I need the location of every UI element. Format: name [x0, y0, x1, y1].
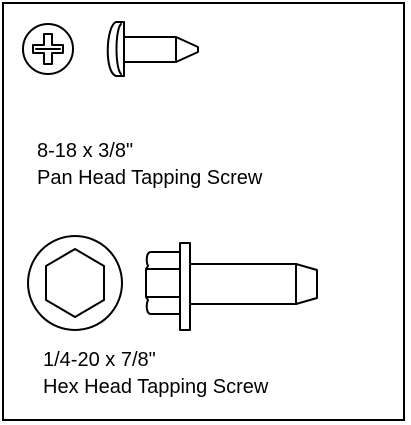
parts-panel — [2, 2, 405, 421]
hex-head-screw-size: 1/4-20 x 7/8" — [43, 349, 156, 371]
pan-head-screw-side-icon — [106, 21, 199, 77]
pan-head-screw-name: Pan Head Tapping Screw — [37, 167, 263, 189]
phillips-head-icon — [22, 23, 74, 75]
hex-head-screw-side-icon — [145, 242, 318, 331]
hex-head-icon — [27, 235, 123, 331]
hex-head-screw-label: 1/4-20 x 7/8" Hex Head Tapping Screw — [43, 347, 268, 401]
pan-head-screw-size: 8-18 x 3/8" — [37, 140, 134, 162]
pan-head-screw-label: 8-18 x 3/8" Pan Head Tapping Screw — [37, 138, 262, 192]
hex-head-screw-name: Hex Head Tapping Screw — [43, 376, 269, 398]
